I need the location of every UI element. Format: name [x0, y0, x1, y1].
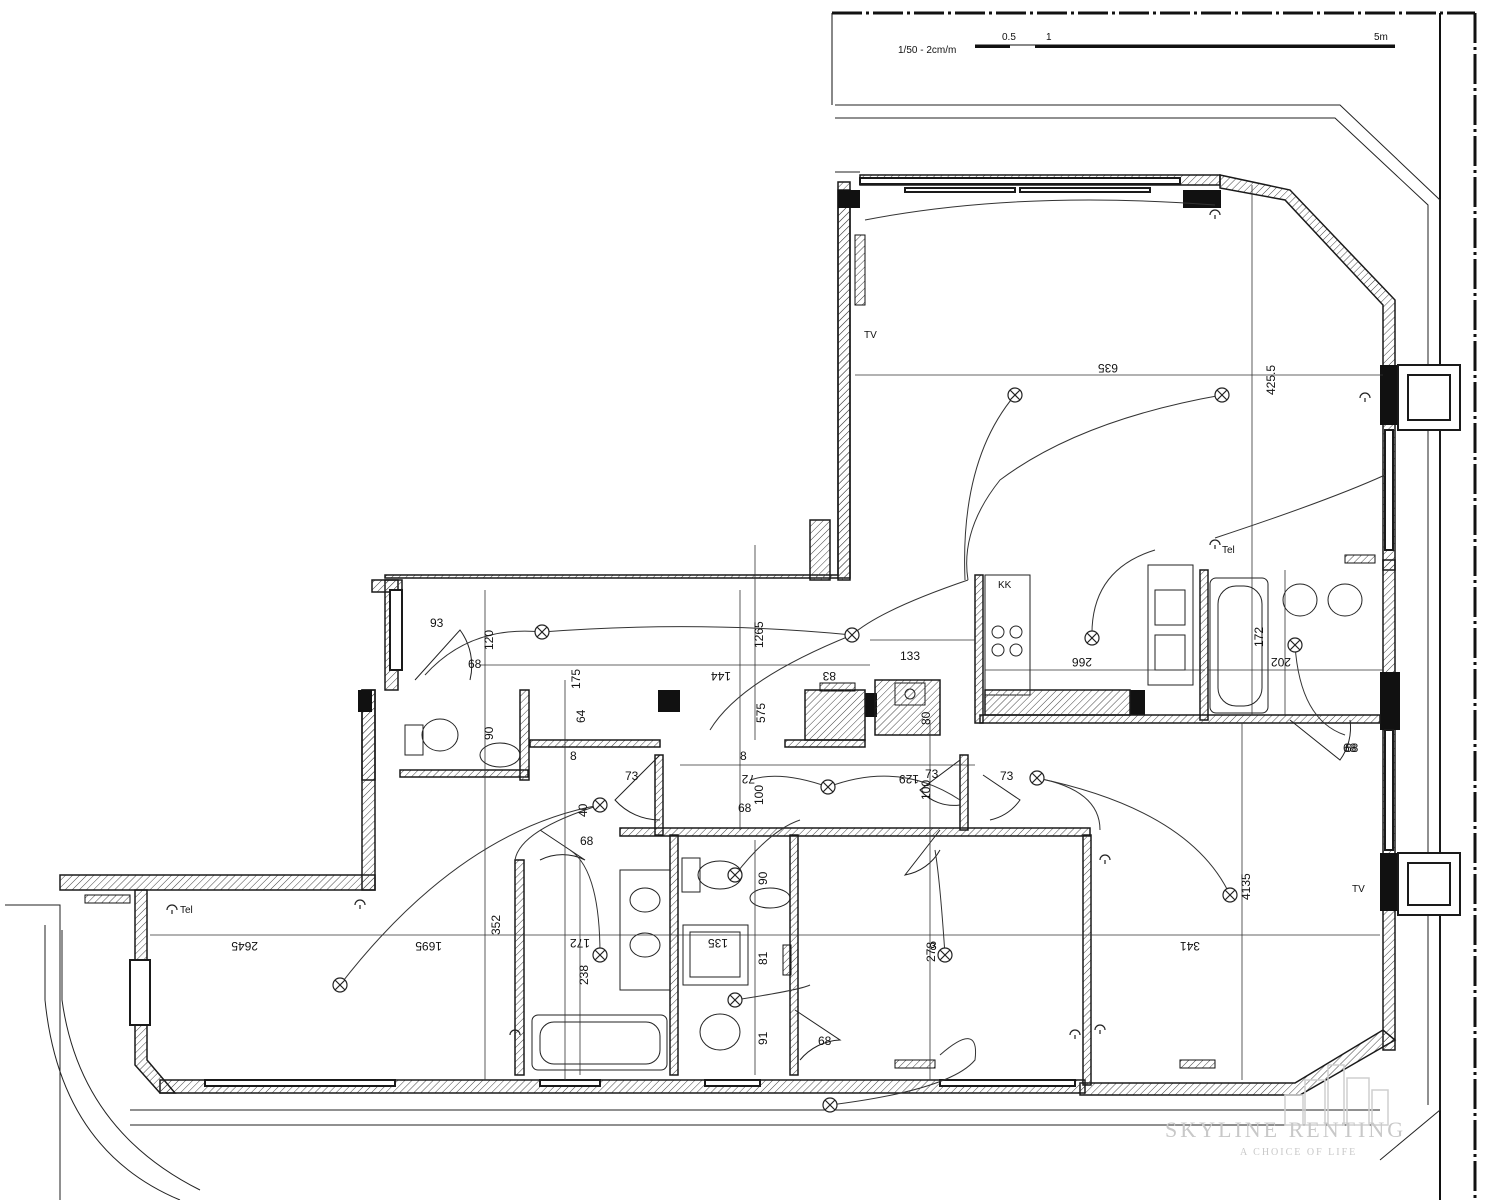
light-fixture-icon [1287, 637, 1303, 653]
dim-label: 129 [899, 772, 919, 786]
kk-label: KK [998, 580, 1012, 591]
symbol-labels: Tel Tel TV TV KK [180, 330, 1365, 916]
light-fixture-icon [592, 947, 608, 963]
tv-label: TV [864, 330, 877, 341]
light-fixture-icon [1214, 387, 1230, 403]
scale-ratio-label: 1/50 - 2cm/m [898, 45, 956, 56]
dim-label: 1695 [415, 939, 442, 953]
interior-walls [371, 519, 1381, 1086]
watermark: SKYLINE RENTING A CHOICE OF LIFE [1165, 1064, 1406, 1158]
dim-label: 2645 [231, 939, 258, 953]
light-fixture-icon [727, 992, 743, 1008]
dim-label: 341 [1180, 939, 1200, 953]
dim-label: 144 [711, 669, 731, 683]
tv-label: TV [1352, 884, 1365, 895]
dim-label: 73 [1000, 769, 1014, 783]
outlet-icon [1099, 854, 1111, 865]
dim-label: 64 [574, 709, 588, 723]
windows [129, 177, 1394, 1087]
dim-label: 90 [756, 871, 770, 885]
dim-label: 575 [754, 703, 768, 723]
dim-label: 80 [919, 711, 933, 725]
outlet-icon [354, 899, 366, 910]
dim-label: 40 [576, 803, 590, 817]
watermark-brand: SKYLINE RENTING [1165, 1117, 1406, 1142]
dim-label: 73 [625, 769, 639, 783]
light-fixture-icon [1029, 770, 1045, 786]
outlet-icon [1209, 539, 1221, 550]
outlet-icon [1359, 392, 1371, 403]
electrical-wiring [339, 199, 1386, 1106]
dim-label: 278 [924, 942, 938, 962]
dim-label: 68 [580, 834, 594, 848]
door-swings [414, 629, 1352, 1061]
dimension-labels: 635 425.5 133 266 202 172 1265 175 144 8… [231, 361, 1359, 1048]
radiators [84, 234, 1376, 1069]
dim-label: 68 [1345, 741, 1359, 755]
dim-label: 352 [489, 915, 503, 935]
dim-label: 93 [430, 616, 444, 630]
dim-label: 172 [570, 936, 590, 950]
dim-label: 83 [822, 669, 836, 683]
light-fixture-icon [937, 947, 953, 963]
outlets [166, 209, 1371, 1040]
dim-label: 133 [900, 649, 920, 663]
dim-label: 266 [1072, 655, 1092, 669]
dim-label: 100 [752, 785, 766, 805]
light-fixture-icon [1222, 887, 1238, 903]
east-bays [1397, 364, 1461, 916]
light-fixture-icon [822, 1097, 838, 1113]
light-fixture-icon [844, 627, 860, 643]
scale-tick-1: 1 [1046, 32, 1052, 43]
sanitary-fixtures [404, 564, 1363, 1071]
structural-columns [358, 190, 1400, 911]
dim-label: 91 [756, 1031, 770, 1045]
dim-label: 202 [1271, 655, 1291, 669]
light-fixtures [332, 387, 1303, 1113]
outlet-icon [166, 904, 178, 915]
dim-label: 68 [468, 657, 482, 671]
dim-label: 175 [569, 669, 583, 689]
dim-label: 8 [570, 749, 577, 763]
terrace-outline [5, 104, 1441, 1200]
dim-label: 68 [738, 801, 752, 815]
dim-label: 68 [818, 1034, 832, 1048]
dim-label: 81 [756, 951, 770, 965]
light-fixture-icon [727, 867, 743, 883]
outlet-icon [1209, 209, 1221, 220]
dim-label: 68 [1343, 741, 1357, 755]
dim-label: 635 [1098, 361, 1118, 375]
dim-label: 4135 [1239, 873, 1253, 900]
dim-label: 90 [482, 726, 496, 740]
dim-label: 100 [919, 780, 933, 800]
dim-label: 72 [741, 772, 755, 786]
dim-label: 238 [577, 965, 591, 985]
tel-label: Tel [1222, 545, 1235, 556]
dim-label: 135 [708, 936, 728, 950]
exterior-walls [59, 174, 1397, 1096]
light-fixture-icon [534, 624, 550, 640]
scale-tick-0-5: 0.5 [1002, 32, 1016, 43]
light-fixture-icon [592, 797, 608, 813]
outlet-icon [1069, 1029, 1081, 1040]
scale-bar: 1/50 - 2cm/m 0.5 1 5m [898, 32, 1395, 56]
light-fixture-icon [820, 779, 836, 795]
light-fixture-icon [332, 977, 348, 993]
scale-tick-5m: 5m [1374, 32, 1388, 43]
dim-label: 425.5 [1264, 365, 1278, 395]
dim-label: 73 [925, 767, 939, 781]
light-fixture-icon [1084, 630, 1100, 646]
dim-label: 8 [740, 749, 747, 763]
dim-label: 3 [930, 939, 937, 953]
dim-label: 120 [482, 630, 496, 650]
tel-label: Tel [180, 905, 193, 916]
watermark-tagline: A CHOICE OF LIFE [1240, 1147, 1357, 1158]
dim-label: 172 [1252, 627, 1266, 647]
light-fixture-icon [1007, 387, 1023, 403]
dim-label: 1265 [752, 621, 766, 648]
outlet-icon [1094, 1024, 1106, 1035]
dimension-lines [150, 185, 1383, 1080]
